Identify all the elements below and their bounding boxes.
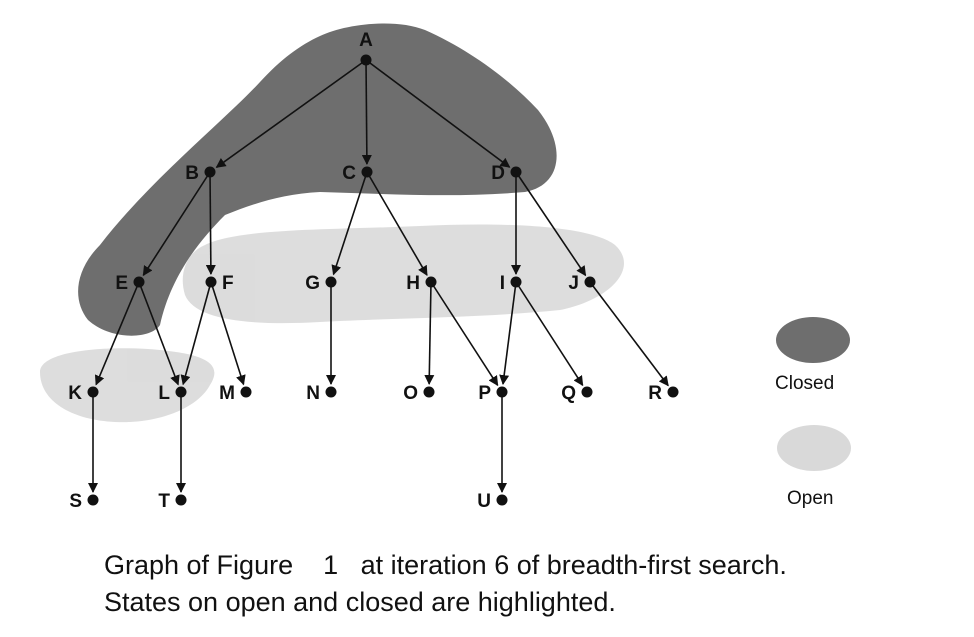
node-d: D [491,163,522,184]
node-q-dot [581,386,593,398]
legend: Closed Open [775,317,851,509]
node-l-dot [175,386,187,398]
node-u: U [477,491,508,512]
legend-open-swatch [777,425,851,471]
edge-i-q [515,281,584,387]
node-e-dot [133,276,145,288]
node-t: T [158,491,187,512]
node-c-dot [361,166,373,178]
node-f-dot [205,276,217,288]
node-d-dot [510,166,522,178]
node-a-label: A [359,30,373,51]
node-o-dot [423,386,435,398]
edges-layer [88,59,669,493]
node-q: Q [561,383,593,404]
node-t-dot [175,494,187,506]
node-m-label: M [219,383,235,404]
node-o-label: O [403,383,418,404]
figure-caption: Graph of Figure 1 at iteration 6 of brea… [104,547,964,621]
node-h-dot [425,276,437,288]
node-e: E [115,273,145,294]
caption-line-1: Graph of Figure 1 at iteration 6 of brea… [104,550,787,580]
edge-e-l [138,281,180,386]
node-h: H [406,273,437,294]
node-q-label: Q [561,383,576,404]
node-u-label: U [477,491,491,512]
node-d-label: D [491,163,505,184]
node-b-label: B [185,163,199,184]
edge-d-j [515,171,587,277]
node-j-dot [584,276,596,288]
node-m-dot [240,386,252,398]
node-u-dot [496,494,508,506]
nodes-layer: A B C D E F G H I J K L M N O P Q R S T U [68,30,679,512]
node-p: P [478,383,508,404]
node-s-dot [87,494,99,506]
node-k: K [68,383,99,404]
node-g-label: G [305,273,320,294]
bfs-graph-diagram: A B C D E F G H I J K L M N O P Q R S T U Closed Open [40,23,851,512]
edge-b-e [142,171,211,277]
node-r: R [648,383,679,404]
node-r-label: R [648,383,662,404]
edge-i-p [499,281,517,386]
edge-a-c [361,59,372,166]
node-n-label: N [306,383,320,404]
node-n-dot [325,386,337,398]
legend-open-label: Open [787,488,833,509]
node-i: I [500,273,522,294]
edge-j-r [589,281,669,387]
node-g: G [305,273,337,294]
node-b-dot [204,166,216,178]
edge-e-k [94,281,140,386]
node-c: C [342,163,373,184]
node-i-dot [510,276,522,288]
node-i-label: I [500,273,505,294]
edge-b-f [205,171,216,276]
edge-h-p [430,281,499,387]
closed-region [78,23,557,336]
edge-a-d [365,59,511,168]
edge-f-m [210,281,246,386]
node-a: A [359,30,373,66]
node-h-label: H [406,273,420,294]
node-g-dot [325,276,337,288]
node-k-dot [87,386,99,398]
node-p-label: P [478,383,491,404]
node-t-label: T [158,491,170,512]
node-s: S [69,491,99,512]
node-l-label: L [158,383,170,404]
node-f: F [205,273,234,294]
node-j: J [568,273,596,294]
node-p-dot [496,386,508,398]
edge-c-h [366,171,428,276]
node-c-label: C [342,163,356,184]
node-m: M [219,383,252,404]
node-f-label: F [222,273,234,294]
edge-c-g [331,171,368,276]
caption-line-2: States on open and closed are highlighte… [104,587,616,617]
node-b: B [185,163,216,184]
node-e-label: E [115,273,128,294]
node-l: L [158,383,187,404]
node-n: N [306,383,337,404]
node-j-label: J [568,273,579,294]
node-o: O [403,383,435,404]
edge-a-b [215,59,367,168]
edge-f-l [180,281,212,386]
node-r-dot [667,386,679,398]
legend-closed-swatch [776,317,850,363]
node-k-label: K [68,383,82,404]
edge-h-o [424,281,435,386]
legend-closed-label: Closed [775,373,834,394]
node-a-dot [360,54,372,66]
node-s-label: S [69,491,82,512]
